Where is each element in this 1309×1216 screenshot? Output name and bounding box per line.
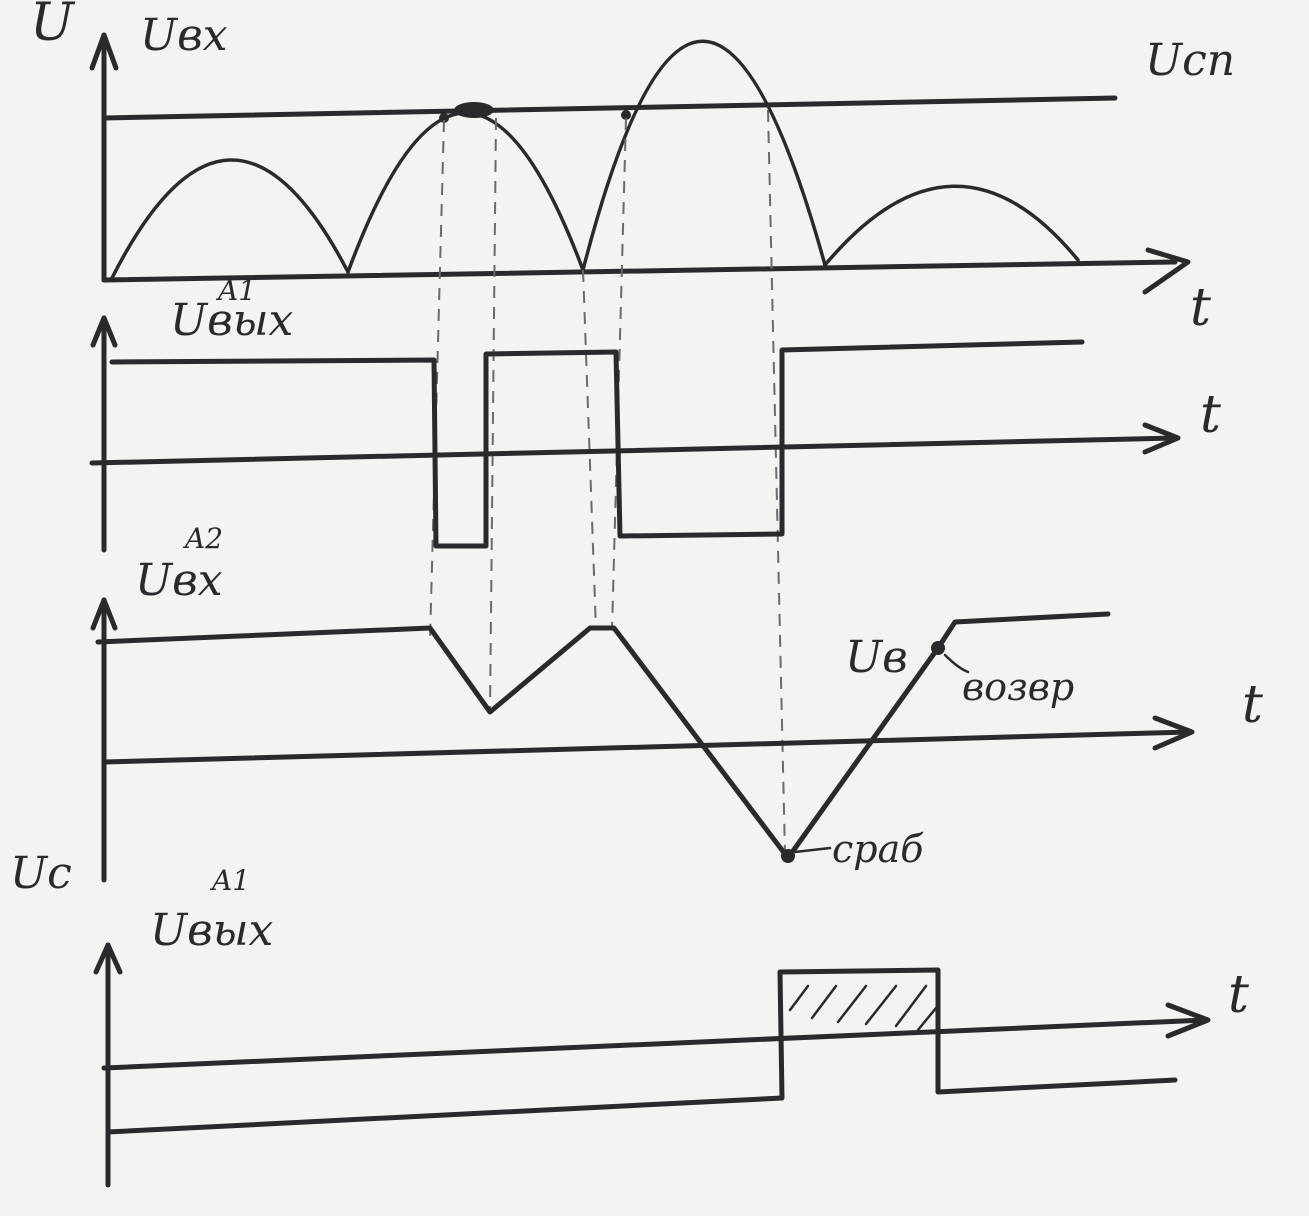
label-return-point: возвр [962,665,1074,709]
a2-input-waveform [95,611,1111,861]
a1-output-waveform [109,339,1085,549]
trip-pointer [793,846,832,854]
label-u: U [30,0,76,53]
panel-a2-input: Uвх A2 Uв возвр сраб t [90,522,1263,883]
label-uvx: Uвx [140,10,228,61]
threshold-line [101,95,1118,121]
label-ub: Uв [845,632,908,683]
half-wave-1 [110,158,350,280]
label-t1: t [1190,278,1211,338]
peak-marker [454,102,494,118]
label-panel2-sup: A1 [215,274,256,307]
trip-point-marker [781,849,795,863]
x-axis-panel1 [101,259,1178,283]
label-panel3-sup: A2 [182,522,223,555]
label-panel2: Uвых [170,295,294,346]
x-axis-arrow-panel1 [1142,247,1191,295]
label-uc: Uc [10,848,72,899]
x-axis-panel2 [89,435,1178,466]
label-trip-point: сраб [832,827,924,871]
label-t2: t [1200,385,1221,445]
half-wave-4 [823,184,1080,267]
hatched-pulse [788,984,938,1032]
label-threshold: Uсп [1145,35,1235,86]
half-wave-2 [346,111,585,274]
guide-line-5 [767,109,786,856]
guide-line-2 [489,117,497,713]
return-pointer [943,653,970,674]
x-axis-arrow-panel3 [1152,715,1195,751]
guide-line-3 [582,269,597,631]
panel-input-voltage: U Uвx Uсп t [30,0,1235,338]
guide-line-4 [611,117,627,631]
panel-a1-output: Uвых A1 t [89,274,1221,553]
label-t3: t [1242,675,1263,735]
label-panel4: Uвых [150,905,274,956]
crossing-point-1 [439,113,449,123]
panel-output-uc: Uc Uвых A1 t [10,848,1249,1188]
y-axis-arrow-panel2 [90,315,118,348]
output-waveform [105,967,1178,1135]
crossing-point-2 [621,110,631,120]
return-point-marker [931,641,945,655]
half-wave-3 [581,39,827,272]
label-panel4-sup: A1 [209,864,250,897]
x-axis-panel3 [101,729,1193,765]
x-axis-panel4 [101,1017,1208,1071]
y-axis-arrow-panel3 [90,597,118,631]
x-axis-arrow-panel2 [1142,422,1181,455]
y-axis-arrow-panel1 [89,32,119,71]
x-axis-arrow-panel4 [1165,1002,1211,1039]
y-axis-arrow-panel4 [93,942,123,975]
label-t4: t [1228,965,1249,1025]
guide-lines [429,109,786,856]
guide-line-1 [429,119,445,641]
label-panel3: Uвх [135,555,223,606]
